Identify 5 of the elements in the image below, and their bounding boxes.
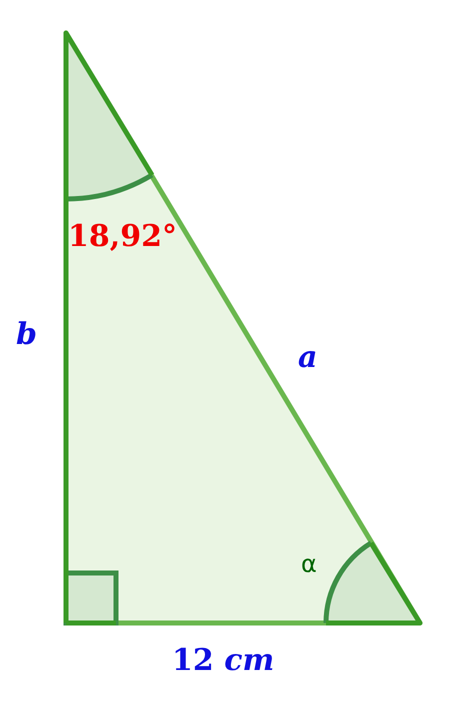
- angle-label: 18,92°: [68, 222, 177, 252]
- angle-label: α: [301, 552, 317, 576]
- side-label: a: [298, 343, 318, 373]
- side-label: b: [16, 320, 37, 350]
- side-length-label: 12 cm: [172, 646, 274, 676]
